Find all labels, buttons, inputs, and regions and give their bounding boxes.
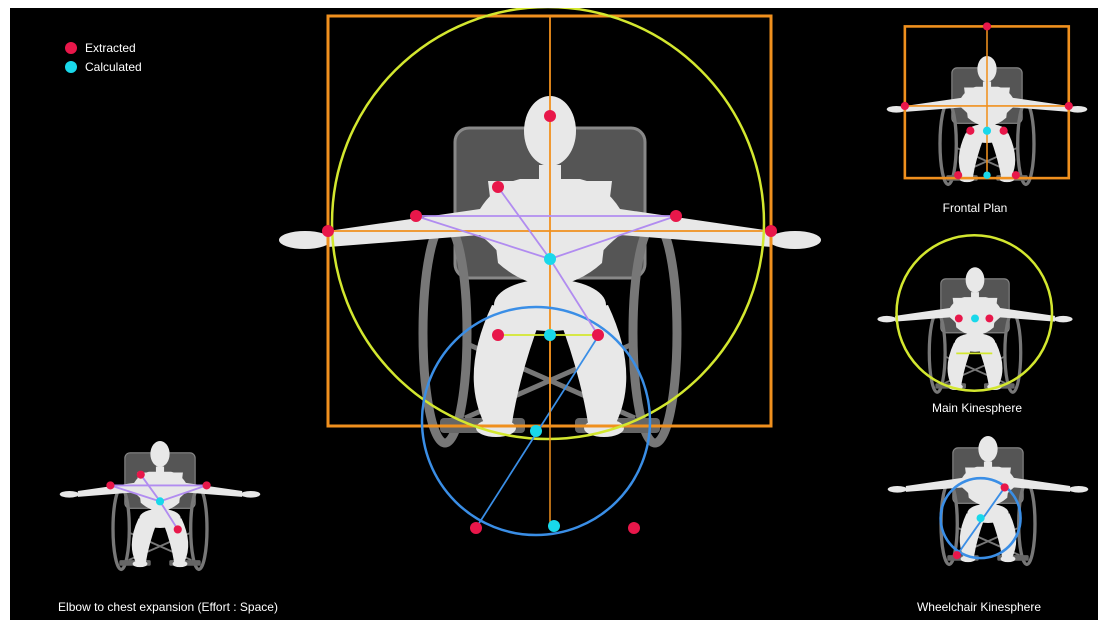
- elbow-chest-panel-right-foot: [173, 561, 188, 568]
- frontal-head-point: [983, 22, 991, 30]
- caption-wheelchair-kinesphere: Wheelchair Kinesphere: [917, 600, 1041, 614]
- frontal-hip-center-point: [983, 127, 991, 135]
- chest-center-point: [544, 253, 556, 265]
- illustration: [10, 8, 1098, 620]
- wheelchair-thumb-center-point: [977, 514, 985, 522]
- frontal-plan-panel-right-wheel: [1018, 103, 1034, 184]
- frontal-right-hand-point: [1065, 102, 1073, 110]
- main-kinesphere-panel-right-leg: [978, 343, 1003, 385]
- right-hip-point: [592, 329, 604, 341]
- kinesphere-center-point: [971, 314, 979, 322]
- frontal-right-foot-point: [1012, 171, 1020, 179]
- calculated-swatch: [65, 61, 77, 73]
- wheelchair-kinesphere-panel-left-hand: [888, 486, 907, 493]
- frontal-right-hip-point: [1000, 127, 1008, 135]
- frontal-plan-panel-left-leg: [959, 133, 984, 177]
- legend-item-extracted: Extracted: [65, 38, 142, 57]
- extracted-swatch: [65, 42, 77, 54]
- legend-label-calculated: Calculated: [85, 60, 142, 74]
- frontal-left-foot-point: [954, 171, 962, 179]
- wheelchair-kinesphere-panel-neck: [984, 462, 992, 469]
- wheelchair-foot-point: [953, 551, 961, 559]
- right-hand-point: [765, 225, 777, 237]
- frontal-plan-panel-right-leg: [990, 133, 1015, 177]
- elbow-chest-panel-left-foot: [133, 561, 148, 568]
- elbow-chest-panel-right-hand: [241, 491, 260, 498]
- shoulder-point: [492, 181, 504, 193]
- left-foot-point: [470, 522, 482, 534]
- floor-center-point: [548, 520, 560, 532]
- right-elbow-point: [670, 210, 682, 222]
- head-top-point: [544, 110, 556, 122]
- legend-label-extracted: Extracted: [85, 41, 136, 55]
- hip-center-point: [544, 329, 556, 341]
- elbow-right-point: [203, 481, 211, 489]
- main-kinesphere-panel-left-hand: [877, 316, 896, 322]
- frontal-left-hip-point: [966, 127, 974, 135]
- elbow-shoulder-point: [137, 471, 145, 479]
- caption-frontal-plan: Frontal Plan: [943, 201, 1008, 215]
- main-kinesphere-panel: [877, 235, 1072, 392]
- elbow-chest-panel-head: [150, 441, 169, 467]
- wheelchair-kinesphere-panel-right-foot: [1001, 556, 1016, 563]
- caption-main-kinesphere: Main Kinesphere: [932, 401, 1022, 415]
- main-kinesphere-panel-head: [966, 267, 985, 292]
- left-hand-point: [322, 225, 334, 237]
- wheelchair-hip-point: [1001, 483, 1009, 491]
- right-foot-point: [628, 522, 640, 534]
- wheelchair-kinesphere-panel: [888, 436, 1089, 564]
- main-panel-right-hand: [769, 231, 821, 249]
- frontal-left-hand-point: [901, 102, 909, 110]
- main-panel-left-wheel: [423, 223, 467, 443]
- main-kinesphere-panel-right-hand: [1054, 316, 1073, 322]
- elbow-chest-panel-neck: [156, 467, 164, 474]
- elbow-chest-panel: [60, 441, 261, 569]
- frontal-plan-panel: [887, 22, 1088, 184]
- main-panel: [279, 8, 821, 535]
- frontal-plan-panel-left-wheel: [940, 103, 956, 184]
- left-hip-point: [492, 329, 504, 341]
- wheelchair-center-point: [530, 425, 542, 437]
- main-kinesphere-panel-neck: [971, 292, 979, 298]
- elbow-chest-center-point: [156, 497, 164, 505]
- elbow-left-point: [106, 481, 114, 489]
- elbow-chest-panel-right-wheel: [191, 488, 207, 569]
- main-panel-left-leg: [474, 305, 542, 423]
- main-kinesphere-panel-left-leg: [948, 343, 973, 385]
- left-elbow-point: [410, 210, 422, 222]
- figure-canvas: Extracted Calculated Frontal Plan Main K…: [10, 8, 1098, 620]
- legend-item-calculated: Calculated: [65, 57, 142, 76]
- elbow-chest-panel-left-leg: [132, 518, 157, 562]
- wheelchair-kinesphere-panel-head: [978, 436, 997, 462]
- elbow-chest-panel-left-wheel: [113, 488, 129, 569]
- wheelchair-kinesphere-panel-right-hand: [1069, 486, 1088, 493]
- elbow-hip-point: [174, 525, 182, 533]
- kinesphere-left-hip-point: [955, 314, 963, 322]
- caption-elbow-chest: Elbow to chest expansion (Effort : Space…: [58, 600, 278, 614]
- legend: Extracted Calculated: [65, 38, 142, 76]
- kinesphere-right-hip-point: [985, 314, 993, 322]
- elbow-chest-panel-left-hand: [60, 491, 79, 498]
- frontal-floor-center-point: [983, 171, 990, 178]
